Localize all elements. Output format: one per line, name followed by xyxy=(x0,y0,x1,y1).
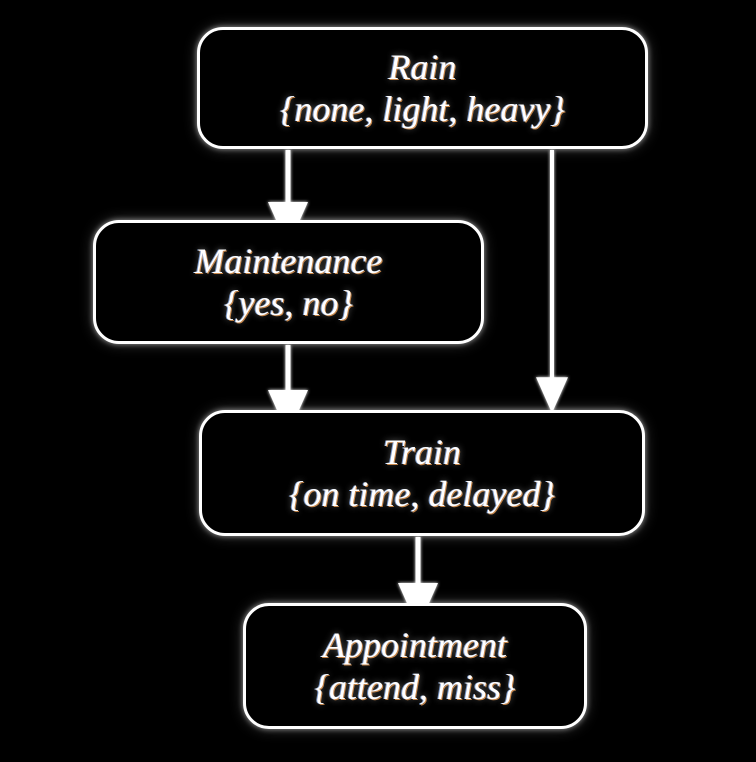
node-appointment-states: {attend, miss} xyxy=(314,667,516,707)
node-train-label: Train xyxy=(382,431,462,472)
node-maintenance[interactable]: Maintenance {yes, no} xyxy=(93,220,484,344)
node-appointment-label: Appointment xyxy=(323,624,507,665)
node-rain-label: Rain xyxy=(388,46,457,87)
node-rain-states: {none, light, heavy} xyxy=(280,89,565,129)
node-maintenance-label: Maintenance xyxy=(194,240,383,281)
node-train[interactable]: Train {on time, delayed} xyxy=(199,410,645,536)
node-rain[interactable]: Rain {none, light, heavy} xyxy=(197,27,648,149)
node-train-states: {on time, delayed} xyxy=(289,474,555,514)
node-appointment[interactable]: Appointment {attend, miss} xyxy=(243,603,587,729)
node-maintenance-states: {yes, no} xyxy=(224,283,353,323)
